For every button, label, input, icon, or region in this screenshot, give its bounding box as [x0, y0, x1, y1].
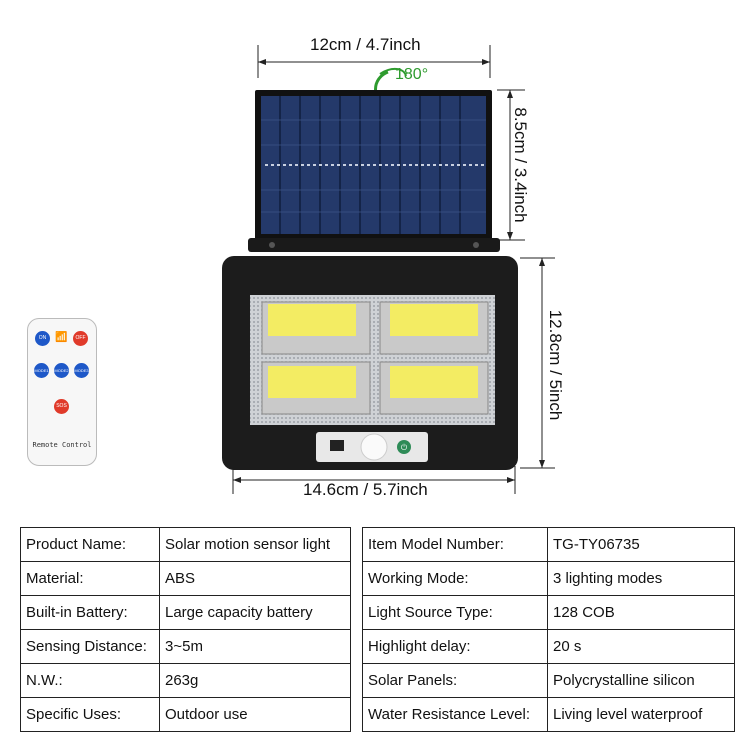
remote-mode3-button: MODE3	[74, 363, 89, 378]
remote-mode2-button: MODE2	[54, 363, 69, 378]
table-row: Specific Uses: Outdoor use	[20, 697, 351, 732]
spec-value: 263g	[159, 663, 351, 698]
led-panel	[390, 366, 478, 398]
spec-value: 3~5m	[159, 629, 351, 664]
remote-mode1-button: MODE1	[34, 363, 49, 378]
spec-label: Item Model Number:	[362, 527, 548, 562]
spec-value: 128 COB	[547, 595, 735, 630]
led-panel	[268, 304, 356, 336]
table-row: Working Mode: 3 lighting modes	[362, 561, 735, 596]
spec-label: Product Name:	[20, 527, 160, 562]
light-body: ⏻	[222, 256, 518, 470]
remote-on-button: ON	[35, 331, 50, 346]
spec-label: Specific Uses:	[20, 697, 160, 732]
table-row: Built-in Battery: Large capacity battery	[20, 595, 351, 630]
led-panel	[390, 304, 478, 336]
panel-height-label: 8.5cm / 3.4inch	[511, 107, 530, 223]
solar-panel	[248, 90, 500, 252]
light-width-dimension-line	[232, 466, 516, 494]
rotation-label: 180°	[395, 66, 429, 83]
light-height-label-wrap: 12.8cm / 5inch	[495, 310, 615, 421]
spec-label: Light Source Type:	[362, 595, 548, 630]
light-width-label: 14.6cm / 5.7inch	[303, 480, 428, 499]
light-height-label: 12.8cm / 5inch	[546, 309, 565, 421]
spec-table-right: Item Model Number: TG-TY06735 Working Mo…	[362, 527, 735, 732]
table-row: Item Model Number: TG-TY06735	[362, 527, 735, 562]
table-row: N.W.: 263g	[20, 663, 351, 698]
table-row: Water Resistance Level: Living level wat…	[362, 697, 735, 732]
spec-label: Solar Panels:	[362, 663, 548, 698]
spec-table-left: Product Name: Solar motion sensor light …	[20, 527, 351, 732]
spec-value: TG-TY06735	[547, 527, 735, 562]
remote-off-button: OFF	[73, 331, 88, 346]
product-illustration: ⏻	[222, 45, 555, 494]
spec-value: Polycrystalline silicon	[547, 663, 735, 698]
spec-value: 20 s	[547, 629, 735, 664]
panel-width-label: 12cm / 4.7inch	[310, 35, 421, 54]
table-row: Sensing Distance: 3~5m	[20, 629, 351, 664]
spec-label: Material:	[20, 561, 160, 596]
spec-label: Working Mode:	[362, 561, 548, 596]
spec-value: Outdoor use	[159, 697, 351, 732]
panel-height-label-wrap: 8.5cm / 3.4inch	[460, 107, 580, 222]
table-row: Material: ABS	[20, 561, 351, 596]
remote-label: Remote Control	[32, 441, 92, 449]
spec-label: Water Resistance Level:	[362, 697, 548, 732]
remote-sos-button: SOS	[54, 399, 69, 414]
spec-label: N.W.:	[20, 663, 160, 698]
table-row: Light Source Type: 128 COB	[362, 595, 735, 630]
spec-value: 3 lighting modes	[547, 561, 735, 596]
table-row: Product Name: Solar motion sensor light	[20, 527, 351, 562]
spec-value: Living level waterproof	[547, 697, 735, 732]
panel-height-dimension-line	[497, 89, 525, 241]
spec-label: Built-in Battery:	[20, 595, 160, 630]
spec-value: Solar motion sensor light	[159, 527, 351, 562]
svg-text:⏻: ⏻	[401, 443, 408, 452]
spec-value: Large capacity battery	[159, 595, 351, 630]
panel-width-dimension-line	[257, 45, 491, 78]
remote-control: ON 📶 OFF MODE1 MODE2 MODE3 SOS Remote Co…	[27, 318, 97, 466]
led-panel	[268, 366, 356, 398]
light-height-dimension-line	[520, 257, 555, 469]
spec-label: Sensing Distance:	[20, 629, 160, 664]
table-row: Highlight delay: 20 s	[362, 629, 735, 664]
spec-label: Highlight delay:	[362, 629, 548, 664]
table-row: Solar Panels: Polycrystalline silicon	[362, 663, 735, 698]
wifi-icon: 📶	[55, 332, 68, 343]
spec-value: ABS	[159, 561, 351, 596]
